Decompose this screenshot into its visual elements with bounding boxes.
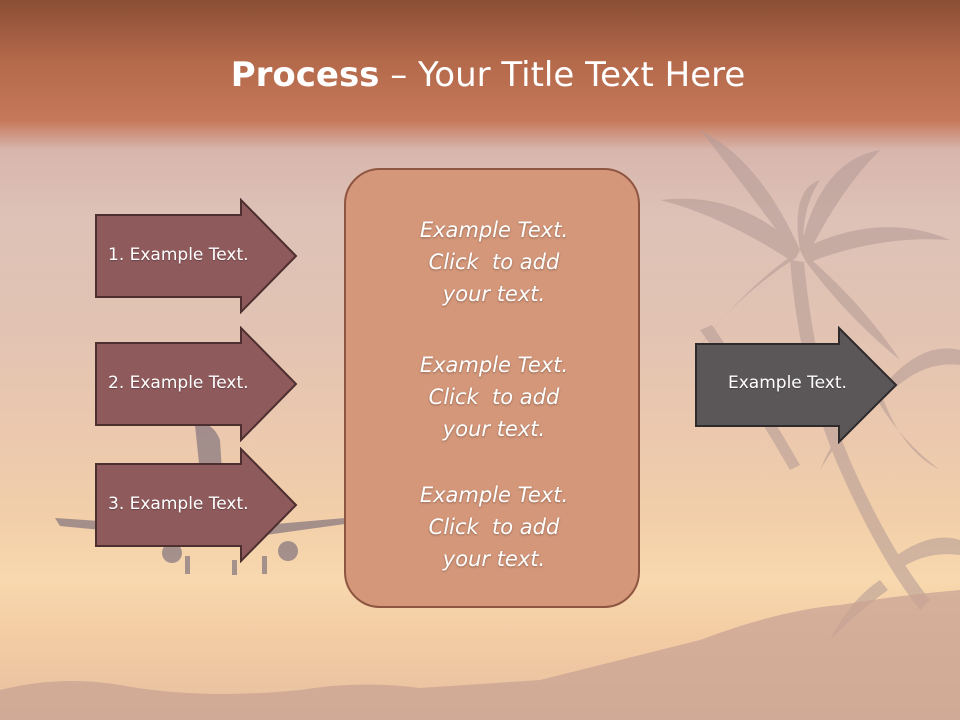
process-step-arrow-1[interactable]: 1. Example Text.	[94, 198, 300, 314]
block-1-line-1: Example Text.	[419, 218, 569, 242]
block-3-line-1: Example Text.	[419, 483, 569, 507]
center-text-block-1: Example Text. Click to add your text.	[346, 214, 642, 310]
block-2-line-1: Example Text.	[419, 353, 569, 377]
block-3-line-3: your text.	[442, 547, 546, 571]
center-text-box[interactable]: Example Text. Click to add your text. Ex…	[344, 168, 640, 608]
step-2-label: 2. Example Text.	[108, 373, 249, 393]
block-2-line-3: your text.	[442, 417, 546, 441]
block-3-line-2: Click to add	[428, 515, 560, 539]
slide-title[interactable]: Process – Your Title Text Here	[0, 55, 960, 95]
center-text-block-3: Example Text. Click to add your text.	[346, 479, 642, 575]
block-2-line-2: Click to add	[428, 385, 560, 409]
hill-silhouette	[0, 590, 960, 720]
step-3-label: 3. Example Text.	[108, 494, 249, 514]
block-1-line-3: your text.	[442, 282, 546, 306]
center-text-block-2: Example Text. Click to add your text.	[346, 349, 642, 445]
block-1-line-2: Click to add	[428, 250, 560, 274]
result-arrow[interactable]: Example Text.	[694, 326, 900, 444]
title-rest: – Your Title Text Here	[379, 55, 746, 95]
process-step-arrow-3[interactable]: 3. Example Text.	[94, 447, 300, 563]
result-label: Example Text.	[728, 373, 847, 393]
title-bold: Process	[230, 55, 380, 95]
process-step-arrow-2[interactable]: 2. Example Text.	[94, 326, 300, 442]
step-1-label: 1. Example Text.	[108, 245, 249, 265]
